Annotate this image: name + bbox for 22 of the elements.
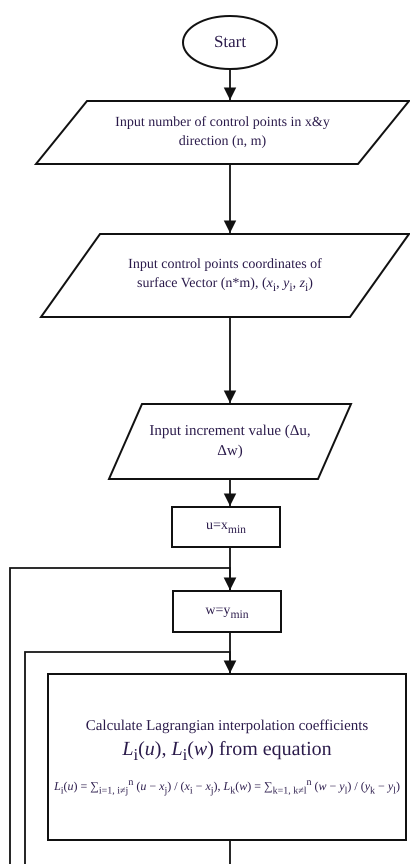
process-box — [47, 673, 407, 841]
node-label: Input increment value (Δu, Δw) — [148, 422, 312, 460]
input-parallelogram — [108, 403, 352, 480]
node-label: Input control points coordinates of surface Vector (n*m), (x$_{i}$, y$_{i}$, z$_{i}$) — [127, 256, 323, 295]
arrow — [224, 318, 236, 403]
formula: L$_{i}$(u) = ∑$_{i=1, i≠j}$$^{n}$ (u − x$_{j}$) / (x$_{i}$ − x$_{j}$), L$_{k}$(w) = ∑$_{k=1, k≠l}$$^{n}$ (w − y$_{l}$) / (y$_{k}$ − y$_{l}$) — [53, 776, 401, 798]
terminal-ellipse — [182, 15, 278, 70]
arrow — [224, 165, 236, 233]
process-box — [172, 590, 282, 633]
node-label: Calculate Lagrangian interpolation coefficients — [84, 716, 370, 736]
arrow — [224, 480, 236, 506]
node-label: Input number of control points in x&y direction (n, m) — [114, 114, 331, 150]
input-parallelogram — [40, 233, 410, 318]
node-label: w=y$_{min}$ — [204, 602, 250, 622]
process-box — [171, 506, 281, 548]
node-label: u=x$_{min}$ — [204, 517, 248, 537]
arrow — [24, 651, 236, 864]
formula-label: L$_{i}$(u), L$_{i}$(w) from equation — [121, 737, 333, 766]
arrow — [224, 70, 236, 100]
arrow — [9, 567, 236, 864]
node-label: Start — [212, 31, 248, 54]
input-parallelogram — [35, 100, 410, 165]
